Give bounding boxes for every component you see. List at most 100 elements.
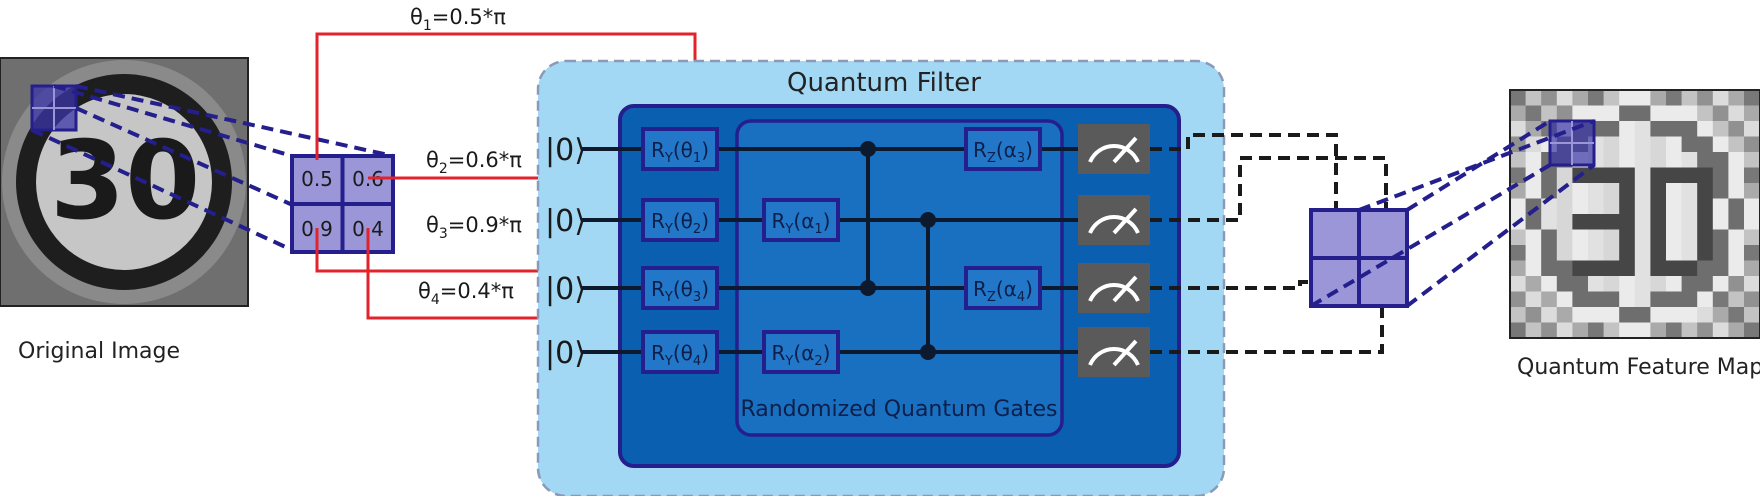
feature-map-pixel	[1619, 276, 1636, 292]
feature-map-pixel	[1541, 245, 1558, 261]
feature-map-pixel	[1588, 90, 1605, 106]
feature-map-pixel	[1681, 291, 1698, 308]
feature-map-pixel	[1572, 198, 1589, 215]
feature-map-pixel	[1619, 90, 1636, 106]
feature-map-pixel	[1744, 121, 1760, 137]
gate-arg: θ	[681, 209, 693, 233]
feature-map-pixel	[1744, 307, 1760, 323]
feature-map-pixel	[1634, 198, 1651, 215]
random-gates-label: Randomized Quantum Gates	[740, 397, 1057, 422]
meter-needle-icon	[1112, 207, 1138, 235]
feature-map-pixel	[1744, 90, 1760, 106]
output-patch	[1309, 208, 1409, 308]
feature-map-pixel	[1588, 276, 1605, 292]
gate-axis: Y	[664, 290, 673, 305]
feature-map-pixel	[1666, 152, 1683, 168]
feature-map-pixel	[1572, 291, 1589, 308]
feature-map-pixel	[1666, 307, 1683, 323]
quantum-filter-title: Quantum Filter	[787, 68, 981, 98]
feature-map-pixel	[1681, 276, 1698, 292]
feature-map-pixel	[1728, 214, 1745, 230]
feature-map-pixel	[1588, 167, 1605, 184]
svg-text:30: 30	[50, 119, 200, 244]
feature-map-pixel	[1619, 229, 1636, 246]
feature-map-pixel	[1728, 121, 1745, 137]
feature-map-pixel	[1525, 152, 1542, 168]
feature-map-pixel	[1650, 90, 1667, 106]
feature-map-pixel	[1728, 90, 1745, 106]
feature-map-pixel	[1744, 136, 1760, 153]
feature-map-pixel	[1556, 183, 1573, 199]
gate-base: R	[973, 277, 987, 301]
theta-label: θ3=0.9*π	[426, 213, 522, 242]
feature-map-pixel	[1588, 198, 1605, 215]
feature-map-pixel	[1556, 260, 1573, 277]
gate-axis: Z	[987, 290, 996, 305]
feature-map-pixel	[1728, 322, 1745, 339]
feature-map-pixel	[1634, 183, 1651, 199]
feature-map-pixel	[1697, 198, 1714, 215]
meter-box	[1078, 263, 1150, 313]
gate-axis: Z	[987, 151, 996, 166]
feature-map-pixel	[1541, 90, 1558, 106]
feature-map-pixel	[1603, 167, 1620, 184]
feature-map-pixel	[1510, 229, 1527, 246]
feature-map-pixel	[1588, 245, 1605, 261]
gate-arg-subscript: 4	[693, 354, 701, 369]
feature-map-pixel	[1603, 291, 1620, 308]
gate-close-paren: )	[823, 209, 831, 233]
feature-map-pixel	[1697, 136, 1714, 153]
original-image-label: Original Image	[18, 339, 180, 364]
original-patch-marker	[30, 84, 78, 132]
control-dot	[920, 344, 936, 360]
theta-symbol: θ	[426, 148, 439, 172]
theta-symbol: θ	[410, 5, 423, 29]
feature-map-pixel	[1650, 245, 1667, 261]
feature-map-pixel	[1541, 105, 1558, 122]
feature-map-pixel	[1650, 152, 1667, 168]
feature-map-pixel	[1541, 291, 1558, 308]
feature-map-pixel	[1697, 291, 1714, 308]
feature-map-pixel	[1619, 105, 1636, 122]
feature-map-pixel	[1681, 90, 1698, 106]
feature-map-pixel	[1666, 105, 1683, 122]
feature-map-pixel	[1681, 183, 1698, 199]
feature-map-pixel	[1744, 229, 1760, 246]
feature-map-pixel	[1650, 307, 1667, 323]
rotation-gate: RY(θ2)	[641, 198, 719, 242]
gate-open-paren: (	[673, 277, 681, 301]
feature-map-pixel	[1525, 245, 1542, 261]
gate-arg-subscript: 1	[814, 222, 822, 237]
feature-map-pixel	[1681, 136, 1698, 153]
feature-map-pixel	[1619, 167, 1636, 184]
ket-zero: |0⟩	[545, 133, 586, 168]
gate-label: RY(θ4)	[651, 341, 709, 369]
measurement-meter	[1078, 195, 1150, 245]
feature-map-pixel	[1650, 136, 1667, 153]
feature-map-pixel	[1666, 245, 1683, 261]
feature-map-pixel	[1525, 90, 1542, 106]
feature-map-pixel	[1681, 167, 1698, 184]
feature-map-pixel	[1712, 214, 1729, 230]
feature-map-pixel	[1541, 229, 1558, 246]
feature-map-pixel	[1666, 214, 1683, 230]
feature-map-pixel	[1510, 307, 1527, 323]
feature-map-pixel	[1525, 229, 1542, 246]
measurement-meter	[1078, 263, 1150, 313]
feature-map-pixel	[1744, 276, 1760, 292]
feature-map-pixel	[1541, 276, 1558, 292]
feature-map-pixel	[1525, 183, 1542, 199]
feature-map-pixel	[1712, 136, 1729, 153]
feature-map-pixel	[1681, 214, 1698, 230]
theta-value: =0.4*π	[440, 279, 514, 303]
feature-map-pixel	[1603, 183, 1620, 199]
ket-zero: |0⟩	[545, 336, 586, 371]
feature-map-pixel	[1525, 214, 1542, 230]
gate-box	[964, 266, 1042, 310]
gate-label: RY(θ1)	[651, 138, 709, 166]
feature-map-pixel	[1728, 152, 1745, 168]
feature-map-pixel	[1603, 90, 1620, 106]
control-dot	[920, 212, 936, 228]
meter-needle-icon	[1112, 339, 1138, 367]
